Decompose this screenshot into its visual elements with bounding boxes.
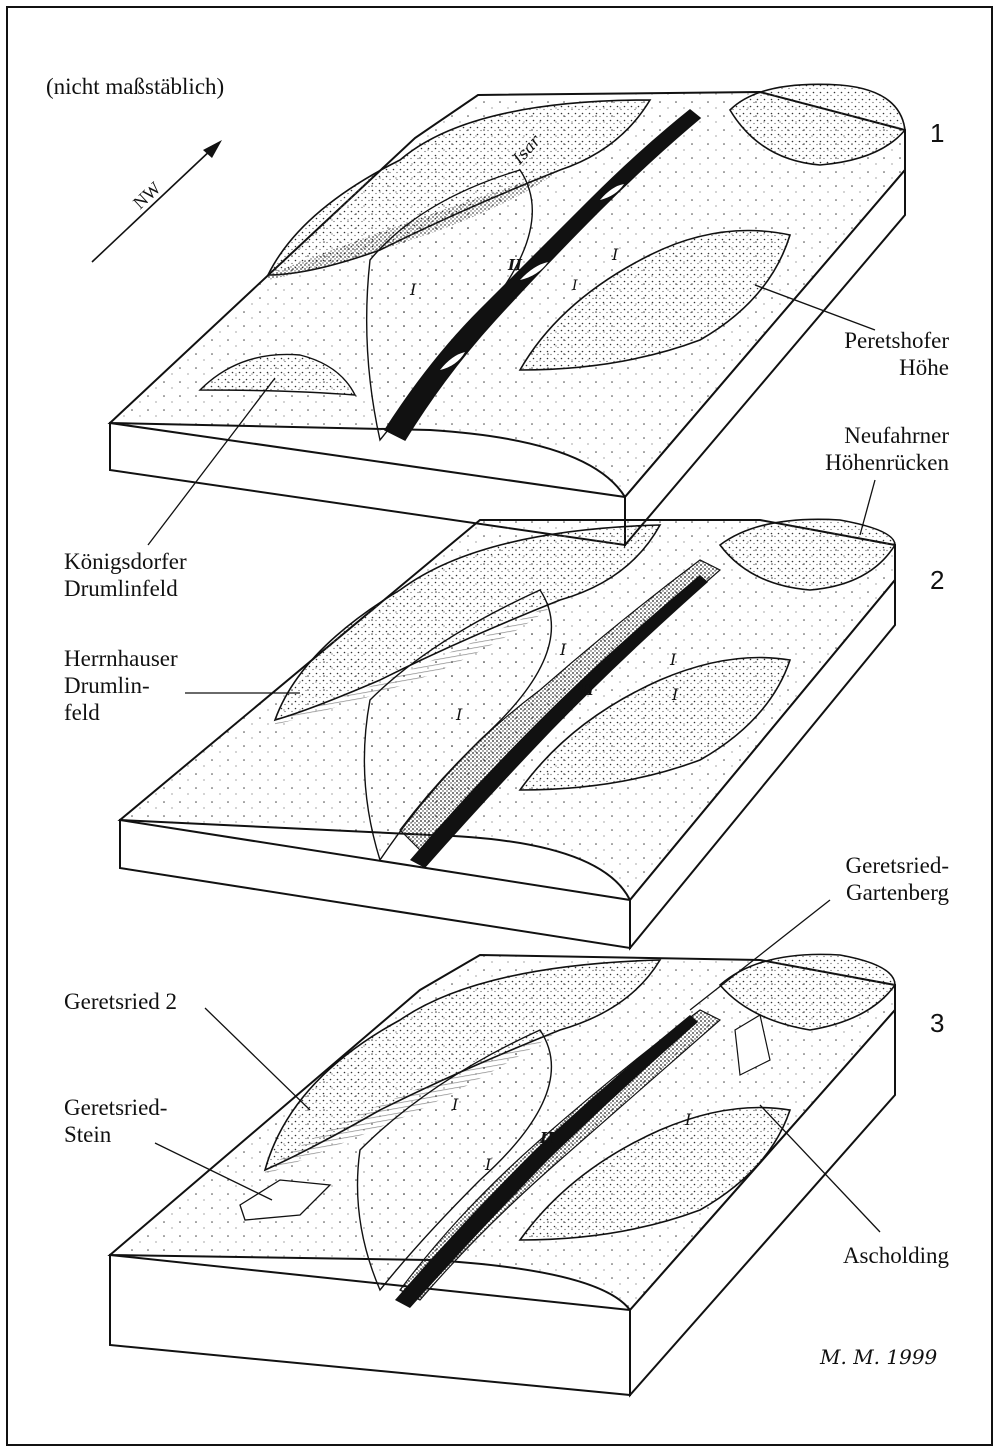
terrace-2-mark-c: II: [539, 1129, 555, 1147]
terrace-1-mark-e: I: [559, 640, 567, 659]
terrace-1-mark-f: I: [669, 650, 677, 669]
compass-label: NW: [129, 178, 165, 213]
terrace-1-mark-g: I: [671, 685, 679, 704]
leader-geretsried2: [205, 1008, 310, 1110]
panel-number-3: 3: [930, 1008, 944, 1039]
terrace-1-mark-a: I: [409, 280, 417, 299]
terrace-1-mark-i: I: [484, 1155, 492, 1174]
label-stein-line1: Geretsried-: [64, 1094, 167, 1121]
label-herrnhauser-line2: Drumlin-: [64, 672, 178, 699]
panel-number-1: 1: [930, 118, 944, 149]
author-signature: M. M. 1999: [820, 1345, 937, 1369]
label-gartenberg-line2: Gartenberg: [846, 879, 949, 906]
label-neufahrner-line2: Höhenrücken: [825, 449, 949, 476]
label-koenigsdorfer-line2: Drumlinfeld: [64, 575, 187, 602]
label-geretsried-stein: Geretsried- Stein: [64, 1094, 167, 1148]
terrace-2-mark-b: II: [579, 681, 595, 699]
panel-1-block: [110, 84, 905, 545]
terrace-1-mark-c: I: [571, 278, 578, 294]
label-peretshofer-hoehe: Peretshofer Höhe: [844, 327, 949, 381]
panel-3-front-face: [110, 1255, 630, 1395]
label-herrnhauser-drumlinfeld: Herrnhauser Drumlin- feld: [64, 645, 178, 726]
panel-2-block: [120, 519, 895, 948]
north-west-arrow: [92, 140, 222, 262]
label-koenigsdorfer-line1: Königsdorfer: [64, 548, 187, 575]
label-ascholding: Ascholding: [843, 1242, 949, 1269]
terrace-1-mark-d: I: [455, 705, 463, 724]
terrace-1-mark-h: I: [451, 1095, 459, 1114]
label-geretsried-gartenberg: Geretsried- Gartenberg: [846, 852, 949, 906]
label-geretsried-2: Geretsried 2: [64, 988, 177, 1015]
not-to-scale-note: (nicht maßstäblich): [46, 73, 224, 100]
label-neufahrner-line1: Neufahrner: [825, 422, 949, 449]
terrace-1-mark-b: I: [611, 245, 619, 264]
label-peretshofer-line1: Peretshofer: [844, 327, 949, 354]
panel-number-2: 2: [930, 565, 944, 596]
label-herrnhauser-line1: Herrnhauser: [64, 645, 178, 672]
label-gartenberg-line1: Geretsried-: [846, 852, 949, 879]
label-peretshofer-line2: Höhe: [844, 354, 949, 381]
terrace-1-mark-j: I: [684, 1110, 692, 1129]
terrace-2-mark-a: II: [507, 256, 523, 274]
label-herrnhauser-line3: feld: [64, 699, 178, 726]
label-koenigsdorfer-drumlinfeld: Königsdorfer Drumlinfeld: [64, 548, 187, 602]
label-neufahrner-hoehenruecken: Neufahrner Höhenrücken: [825, 422, 949, 476]
label-stein-line2: Stein: [64, 1121, 167, 1148]
panel-3-block: [110, 954, 895, 1395]
